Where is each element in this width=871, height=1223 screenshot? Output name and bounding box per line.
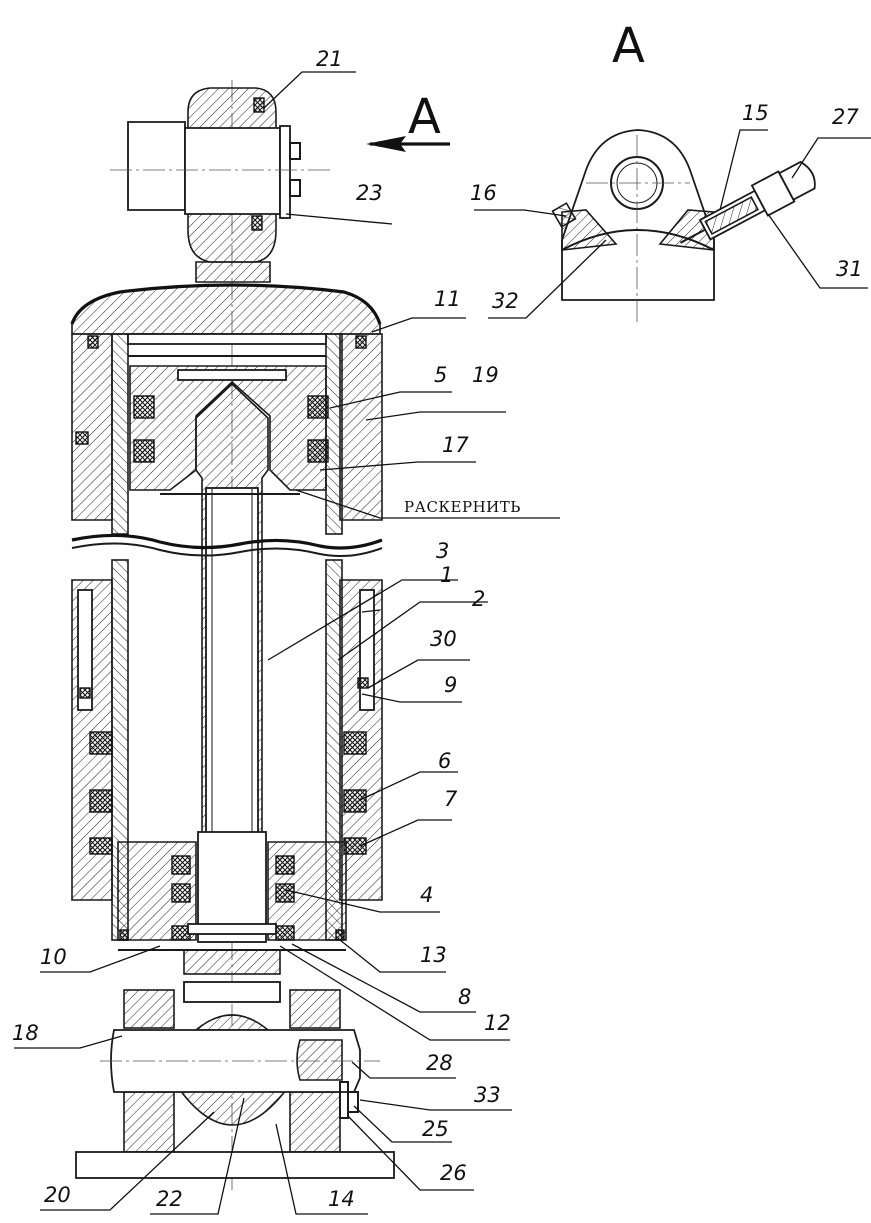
section-label: A [408, 89, 441, 145]
callout-12: 12 [484, 1011, 511, 1035]
callout-7: 7 [444, 787, 458, 811]
callout-2: 2 [472, 587, 485, 611]
callout-8: 8 [458, 985, 471, 1009]
callout-20: 20 [44, 1183, 71, 1207]
callout-18: 18 [12, 1021, 39, 1045]
break-line [71, 533, 383, 550]
callout-31: 31 [836, 257, 863, 281]
main-section-view [70, 80, 395, 1190]
outer-barrel-upper [71, 333, 113, 521]
callout-27: 27 [832, 105, 859, 129]
callout-23: 23 [356, 181, 383, 205]
callout-33: 33 [474, 1083, 501, 1107]
centre-punch-note: РАСКЕРНИТЬ [404, 498, 521, 516]
callout-10: 10 [40, 945, 67, 969]
callout-4: 4 [420, 883, 433, 907]
callout-3: 3 [436, 539, 449, 563]
top-eye-assembly [110, 87, 330, 283]
callout-numbers: 21 23 11 5 19 17 3 1 2 30 9 6 7 4 13 8 1… [12, 47, 863, 1211]
callout-22: 22 [156, 1187, 183, 1211]
callout-32: 32 [492, 289, 519, 313]
lower-eye-assembly [75, 989, 395, 1179]
detail-view-a: A [551, 18, 816, 322]
callout-14: 14 [328, 1187, 355, 1211]
callout-25: 25 [422, 1117, 449, 1141]
callout-30: 30 [430, 627, 457, 651]
callout-17: 17 [442, 433, 469, 457]
callout-9: 9 [444, 673, 457, 697]
detail-view-title: A [612, 18, 645, 74]
callout-16: 16 [470, 181, 497, 205]
callout-19: 19 [472, 363, 499, 387]
callout-5: 5 [434, 363, 447, 387]
callout-15: 15 [742, 101, 769, 125]
section-arrow: A [366, 89, 450, 152]
callout-13: 13 [420, 943, 447, 967]
callout-26: 26 [440, 1161, 467, 1185]
callout-28: 28 [426, 1051, 453, 1075]
callout-6: 6 [438, 749, 451, 773]
leader-lines [14, 71, 871, 1215]
callout-11: 11 [434, 287, 461, 311]
callout-1: 1 [440, 563, 453, 587]
callout-21: 21 [316, 47, 343, 71]
